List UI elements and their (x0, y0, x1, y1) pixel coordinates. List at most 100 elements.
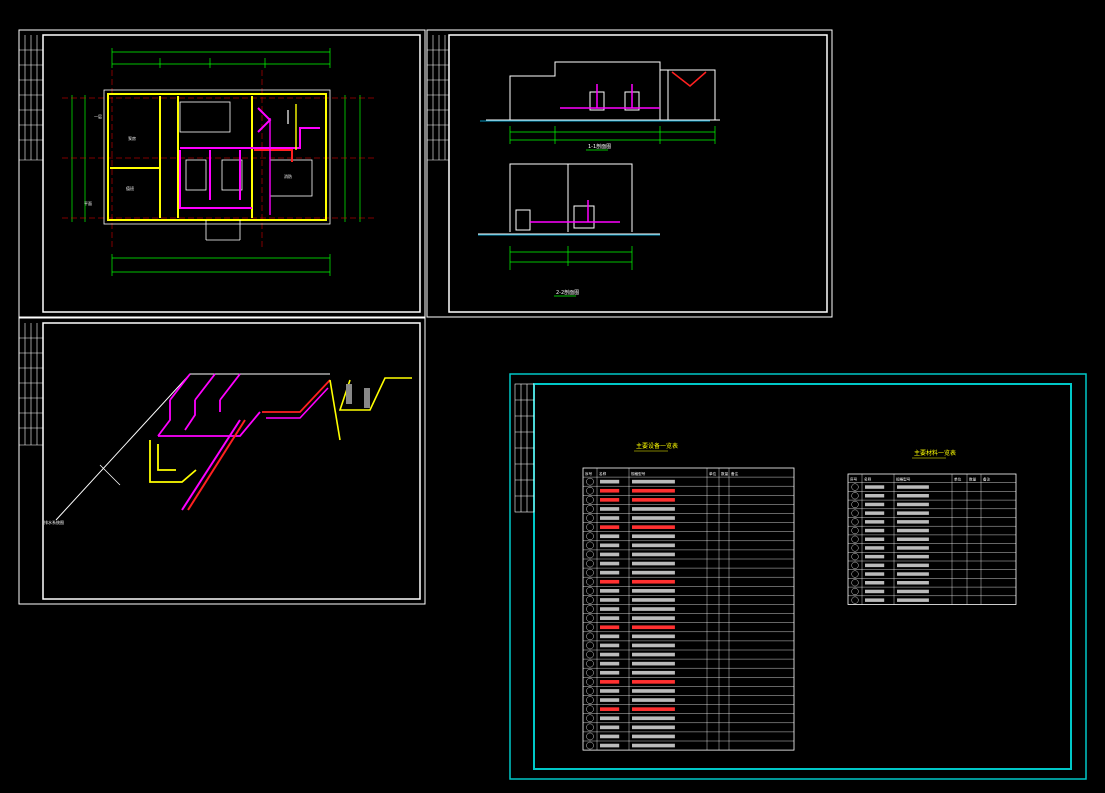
table-cell-text (600, 552, 620, 557)
table-cell-text (600, 716, 620, 721)
row-number-marker (586, 614, 594, 622)
table-cell-text (632, 661, 675, 666)
plan-pipes (179, 104, 320, 215)
svg-text:一层: 一层 (94, 113, 102, 119)
table-header-cell: 备注 (983, 477, 991, 482)
section-2-dimensions (509, 246, 633, 270)
table-cell-text (632, 534, 675, 539)
table-cell-text (865, 511, 885, 515)
table-cell-text (600, 725, 620, 730)
table-cell-text (865, 598, 885, 602)
svg-text:消防: 消防 (284, 173, 292, 179)
table-cell-text (632, 498, 675, 502)
section-1-outline (486, 61, 720, 121)
svg-text:值班: 值班 (126, 185, 134, 191)
table-cell-text (600, 488, 620, 493)
row-number-marker (851, 561, 859, 569)
row-number-marker (586, 487, 594, 495)
row-number-marker (851, 509, 859, 517)
table-cell-text (632, 725, 675, 730)
sheet-isometric[interactable]: 排水系统图 (18, 317, 426, 605)
table-cell-text (600, 498, 620, 502)
row-number-marker (586, 659, 594, 668)
row-number-marker (586, 559, 594, 568)
table-cell-text (632, 525, 675, 529)
table-cell-text (632, 689, 675, 693)
row-number-marker (586, 568, 594, 577)
table-cell-text (632, 552, 675, 557)
row-number-marker (851, 500, 859, 509)
table-cell-text (897, 581, 929, 585)
table-cell-text (897, 528, 929, 533)
table-cell-text (865, 485, 885, 489)
table-cell-text (600, 734, 620, 739)
row-number-marker (586, 587, 594, 595)
table-cell-text (865, 572, 885, 576)
table-cell-text (632, 516, 675, 520)
row-number-marker (851, 518, 859, 526)
table-cell-text (897, 485, 929, 489)
table-cell-text (865, 502, 885, 507)
table-cell-text (600, 680, 620, 684)
table-cell-text (632, 561, 675, 566)
table-cell-text (865, 554, 885, 559)
sheet-sections[interactable]: 1-1剖面图 2-2剖面图 (426, 29, 833, 318)
row-number-marker (586, 687, 594, 695)
table-cell-text (632, 579, 675, 584)
table-header-cell: 单位 (709, 471, 717, 476)
table-cell-text (600, 607, 620, 611)
row-number-marker (586, 723, 594, 732)
table-cell-text (897, 546, 929, 550)
table-cell-text (600, 579, 620, 584)
section-2-title: 2-2剖面图 (556, 289, 579, 296)
row-number-marker (586, 578, 594, 586)
table-cell-text (632, 698, 675, 702)
table-header-cell: 序号 (585, 471, 593, 476)
title-strip (427, 35, 449, 161)
table-cell-text (600, 707, 620, 711)
table-cell-text (600, 479, 620, 484)
table-cell-text (632, 589, 675, 593)
table-header-cell: 名称 (599, 471, 607, 476)
row-number-marker (586, 550, 594, 559)
table-header-cell: 规格型号 (631, 471, 646, 476)
row-number-marker (586, 678, 594, 686)
row-number-marker (851, 544, 859, 552)
table-header-cell: 备注 (731, 471, 739, 476)
row-number-marker (851, 535, 859, 543)
table-cell-text (600, 543, 620, 548)
section-2-pipes (478, 200, 660, 236)
table-cell-text (600, 570, 620, 575)
isometric-pipes (55, 373, 412, 521)
plan-walls (107, 93, 327, 221)
materials-schedule-table: 序号名称规格型号单位数量备注 (847, 473, 1017, 605)
row-number-marker (586, 541, 594, 550)
table-cell-text (632, 543, 675, 548)
svg-text:平面: 平面 (84, 201, 92, 206)
table-cell-text (865, 494, 885, 498)
equipment-schedule-table: 序号名称规格型号单位数量备注 (582, 467, 795, 751)
table-cell-text (897, 572, 929, 576)
title-strip (514, 383, 535, 513)
row-number-marker (851, 483, 859, 491)
table-cell-text (600, 643, 620, 648)
row-number-marker (586, 669, 594, 677)
table-cell-text (600, 634, 620, 639)
table-cell-text (632, 634, 675, 639)
table-cell-text (600, 743, 620, 748)
table-cell-text (897, 537, 929, 541)
table-cell-text (632, 670, 675, 675)
table-cell-text (897, 502, 929, 507)
table-cell-text (865, 589, 885, 594)
table-cell-text (897, 563, 929, 568)
row-number-marker (586, 632, 594, 641)
table-cell-text (600, 534, 620, 539)
title-strip (19, 323, 43, 446)
table-cell-text (865, 563, 885, 568)
sheet-schedules[interactable]: 主要设备一览表 序号名称规格型号单位数量备注 主要材料一览表 序号名称规格型号单… (509, 373, 1087, 780)
row-number-marker (586, 732, 594, 741)
table-cell-text (600, 661, 620, 666)
title-strip (19, 35, 43, 161)
